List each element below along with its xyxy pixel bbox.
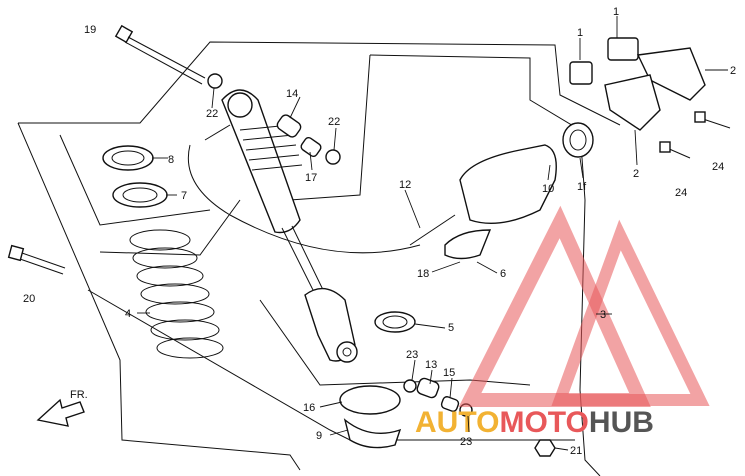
leader-lines <box>137 16 728 451</box>
watermark-hub: HUB <box>589 406 654 439</box>
label-2-a: 2 <box>730 65 736 77</box>
label-22-b: 22 <box>328 116 340 128</box>
label-23-b: 23 <box>460 436 472 448</box>
label-7: 7 <box>181 190 187 202</box>
label-6: 6 <box>500 268 506 280</box>
label-3: 3 <box>600 309 606 321</box>
label-17: 17 <box>305 172 317 184</box>
mounting-brackets <box>569 37 731 159</box>
fr-label: FR. <box>70 389 88 401</box>
coil-spring <box>129 229 224 359</box>
shock-absorber <box>221 89 358 363</box>
label-8: 8 <box>168 154 174 166</box>
reservoir <box>187 122 594 260</box>
label-22-a: 22 <box>206 108 218 120</box>
watermark-moto: MOTO <box>499 406 588 439</box>
label-4: 4 <box>125 308 131 320</box>
label-1f: 1f <box>577 181 587 193</box>
label-2-b: 2 <box>633 168 639 180</box>
automotohub-watermark: AUTOMOTOHUB <box>415 205 710 439</box>
collar-parts <box>276 114 341 165</box>
label-24-b: 24 <box>675 187 687 199</box>
label-12: 12 <box>399 179 411 191</box>
svg-text:AUTOMOTOHUB: AUTOMOTOHUB <box>415 406 654 439</box>
label-5: 5 <box>448 322 454 334</box>
label-10: 10 <box>542 183 554 195</box>
label-1-a: 1 <box>577 27 583 39</box>
label-1-b: 1 <box>613 6 619 18</box>
watermark-logo-triangle-2 <box>551 219 710 406</box>
label-15: 15 <box>443 367 455 379</box>
label-9: 9 <box>316 430 322 442</box>
label-21: 21 <box>570 445 582 457</box>
label-14: 14 <box>286 88 298 100</box>
watermark-auto: AUTO <box>415 406 499 439</box>
label-13: 13 <box>425 359 437 371</box>
label-16: 16 <box>303 402 315 414</box>
label-20: 20 <box>23 293 35 305</box>
callout-labels: 19 22 8 7 4 20 14 17 22 12 18 6 10 1f 1 … <box>23 6 736 457</box>
adjuster-rings <box>102 145 168 208</box>
bolts <box>7 24 223 275</box>
label-23-a: 23 <box>406 349 418 361</box>
forward-arrow: FR. <box>36 389 88 427</box>
label-24-a: 24 <box>712 161 724 173</box>
label-18: 18 <box>417 268 429 280</box>
label-19: 19 <box>84 24 96 36</box>
